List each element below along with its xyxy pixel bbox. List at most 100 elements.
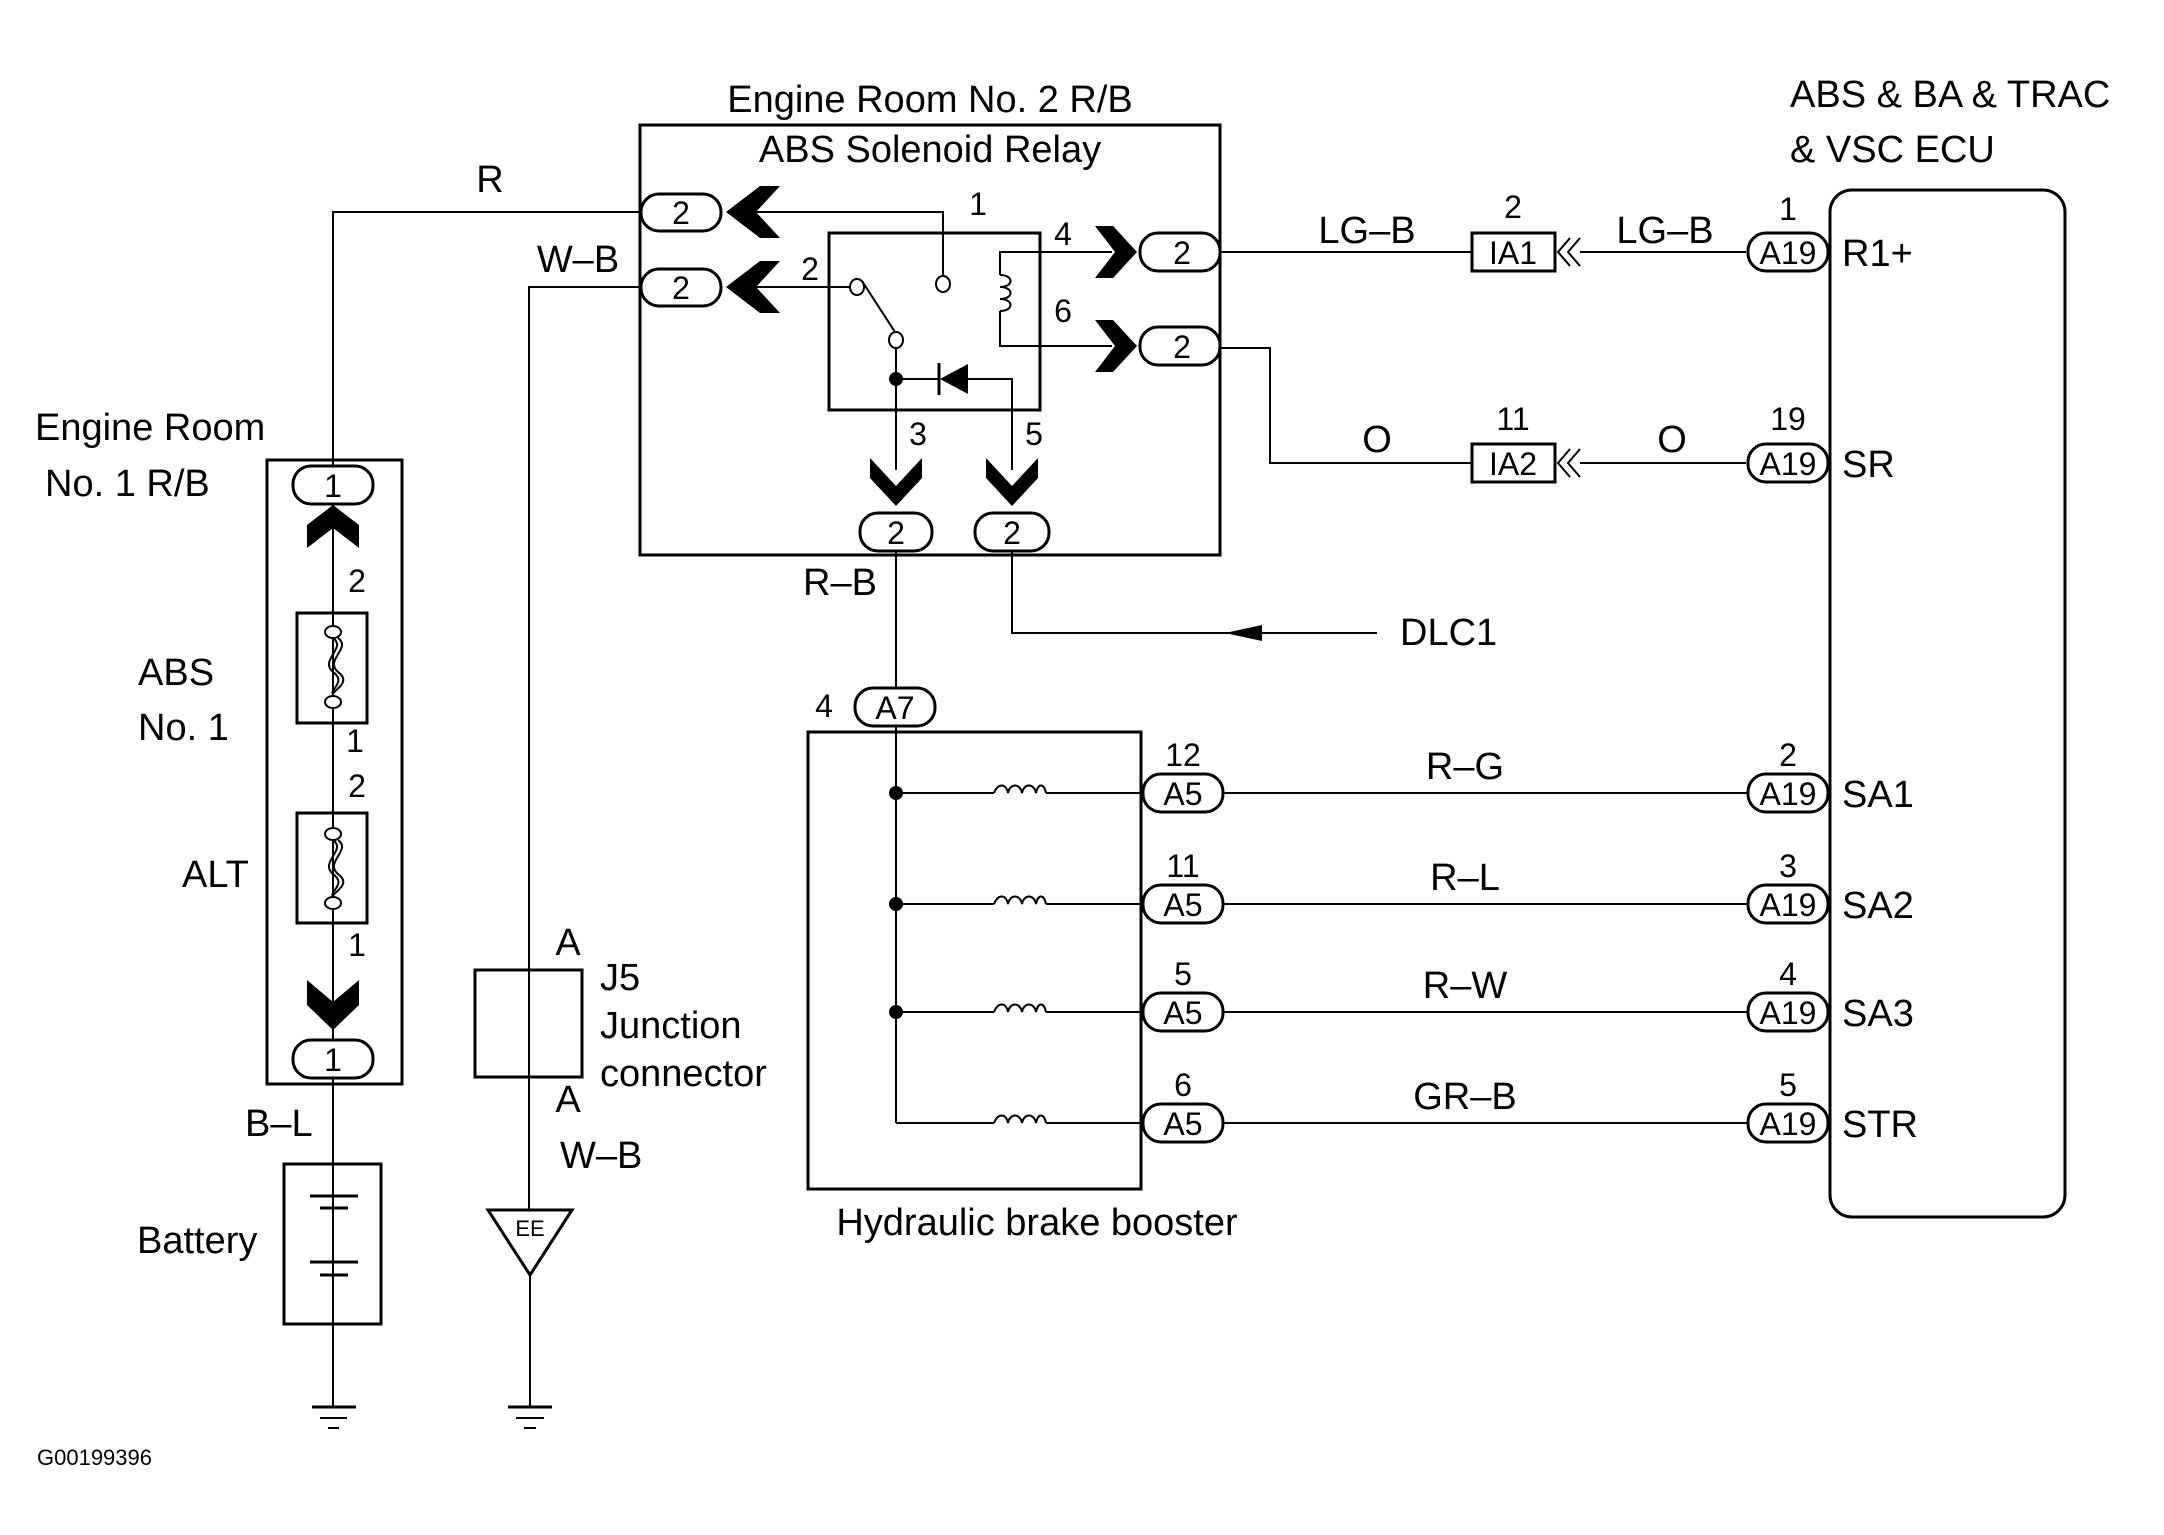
- ecu-terminal-label: STR: [1842, 1104, 1918, 1146]
- relay-diode-icon: [940, 364, 968, 394]
- ecu-pin-label: 2: [1779, 737, 1797, 773]
- ecu-title-line1: ABS & BA & TRAC: [1790, 74, 2110, 116]
- svg-text:2: 2: [887, 515, 905, 551]
- solenoid-coil-icon: [993, 895, 1047, 905]
- ecu-terminal-label: SA1: [1842, 774, 1914, 816]
- er1-top-arrow-icon: [307, 505, 359, 548]
- ecu-a19-connector: [1746, 883, 1830, 925]
- wire-w-b-bottom-label: W–B: [560, 1135, 642, 1177]
- ecu-terminal-label: SA2: [1842, 885, 1914, 927]
- booster-a5-label: A5: [1163, 995, 1202, 1031]
- svg-text:1: 1: [324, 1042, 342, 1078]
- svg-text:2: 2: [1173, 329, 1191, 365]
- fuse-alt-icon: [327, 839, 340, 897]
- relay-pin2-label: 2: [801, 251, 819, 287]
- wire-color-label: R–G: [1426, 746, 1504, 788]
- wire-lg-b-2-label: LG–B: [1616, 210, 1713, 252]
- svg-text:1: 1: [1779, 191, 1797, 227]
- svg-text:2: 2: [1003, 515, 1021, 551]
- fuse-alt-pin2: 2: [348, 768, 366, 804]
- wire-lg-b-1-label: LG–B: [1318, 210, 1415, 252]
- battery-box: [282, 1162, 383, 1326]
- relay-coil-icon: [999, 274, 1012, 312]
- ia2-connector: IA2: [1470, 442, 1581, 484]
- ecu-pin-label: 5: [1779, 1067, 1797, 1103]
- relay-pin2-arrow-icon: [726, 261, 780, 313]
- fuse-abs-pin2: 2: [348, 563, 366, 599]
- relay-switch-arm: [861, 280, 896, 333]
- svg-text:19: 19: [1770, 401, 1806, 437]
- relay-contact-no: [935, 275, 951, 293]
- relay-pin3-arrow-icon: [870, 458, 922, 506]
- engine-room-no2-title: Engine Room No. 2 R/B: [727, 79, 1133, 121]
- fuse-alt-pin1: 1: [348, 927, 366, 963]
- svg-text:A19: A19: [1760, 235, 1817, 271]
- relay-pin3-label: 3: [909, 416, 927, 452]
- ia1-pin: 2: [1504, 189, 1522, 225]
- booster-a5-label: A5: [1163, 887, 1202, 923]
- fuse-abs-pin1: 1: [346, 723, 364, 759]
- ecu-a19-label: A19: [1760, 887, 1817, 923]
- ground-ee-symbol: [485, 1208, 575, 1278]
- engine-room-no1-title-line2: No. 1 R/B: [45, 463, 210, 505]
- ecu-a19-label: A19: [1760, 1106, 1817, 1142]
- er1-bottom-arrow-icon: [307, 980, 359, 1030]
- hydraulic-brake-booster-box: [806, 730, 1143, 1191]
- svg-text:A7: A7: [875, 690, 914, 726]
- ground-ee-label: EE: [515, 1216, 544, 1241]
- solenoid-coil-icon: [993, 1003, 1047, 1013]
- er1-bottom-connector: 1: [291, 1038, 375, 1080]
- battery-icon: [310, 1194, 358, 1277]
- fuse-abs-label-line1: ABS: [138, 652, 214, 694]
- ecu-pin-label: 4: [1779, 956, 1797, 992]
- relay-pin4-connector: 2: [1095, 226, 1222, 278]
- dlc1-label: DLC1: [1400, 612, 1497, 654]
- booster-pin-label: 5: [1174, 956, 1192, 992]
- relay-contact-common: [888, 331, 904, 349]
- booster-a5-label: A5: [1163, 776, 1202, 812]
- fuse-abs-label-line2: No. 1: [138, 707, 229, 749]
- svg-text:R1+: R1+: [1842, 233, 1913, 275]
- relay-contact-nc: [849, 278, 865, 296]
- wire-o-1: [1220, 347, 1472, 464]
- relay-pin5-label: 5: [1025, 416, 1043, 452]
- j5-junction-box: [473, 968, 584, 1079]
- booster-pin-label: 6: [1174, 1067, 1192, 1103]
- svg-text:2: 2: [1173, 235, 1191, 271]
- relay-pin6-arrow-icon: [1095, 320, 1137, 372]
- wire-color-label: GR–B: [1413, 1076, 1516, 1118]
- svg-text:IA2: IA2: [1489, 446, 1537, 482]
- wire-dlc1: [1011, 551, 1377, 634]
- relay-block-outline: [638, 123, 1222, 557]
- hydraulic-brake-booster-label: Hydraulic brake booster: [836, 1202, 1238, 1244]
- svg-text:1: 1: [324, 468, 342, 504]
- ia2-chevron-icon: [1556, 448, 1571, 478]
- relay-pin6-connector: 2: [1095, 320, 1222, 372]
- j5-label-line2: Junction: [600, 1005, 742, 1047]
- ecu-a19-label: A19: [1760, 776, 1817, 812]
- relay-pin1-label: 1: [969, 186, 987, 222]
- ecu-a19-connector: [1746, 991, 1830, 1033]
- wire-color-label: R–L: [1430, 857, 1500, 899]
- svg-text:A19: A19: [1760, 446, 1817, 482]
- wire-r-label: R: [476, 159, 503, 201]
- wire-w-b: [528, 286, 641, 1210]
- engine-room-no1-title-line1: Engine Room: [35, 407, 265, 449]
- wire-o-2-label: O: [1657, 419, 1687, 461]
- ecu-terminal-label: SA3: [1842, 993, 1914, 1035]
- er1-top-connector: 1: [291, 464, 375, 506]
- j5-top-pin: A: [555, 922, 581, 964]
- j5-bottom-pin: A: [555, 1079, 581, 1121]
- relay-pin5-connector: 2: [973, 458, 1051, 553]
- diagram-code: G00199396: [37, 1445, 152, 1470]
- ecu-box: [1828, 188, 2067, 1219]
- j5-label-line3: connector: [600, 1053, 767, 1095]
- ecu-title-line2: & VSC ECU: [1790, 129, 1995, 171]
- wire-color-label: R–W: [1423, 965, 1508, 1007]
- svg-text:SR: SR: [1842, 444, 1895, 486]
- relay-pin4-label: 4: [1054, 216, 1072, 252]
